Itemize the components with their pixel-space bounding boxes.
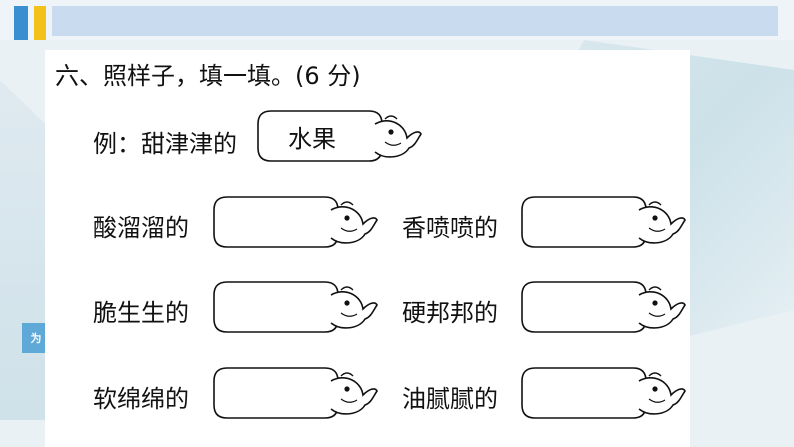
- header-yellow-block: [34, 6, 46, 40]
- example-answer: 水果: [288, 124, 336, 153]
- answer-bubble-2[interactable]: [521, 196, 686, 248]
- top-header-bar: [0, 0, 794, 40]
- answer-bubble-4[interactable]: [521, 281, 686, 333]
- answer-blank-2[interactable]: [521, 196, 631, 248]
- item-label-4: 硬邦邦的: [402, 299, 498, 327]
- answer-blank-5[interactable]: [213, 367, 323, 419]
- item-label-3: 脆生生的: [93, 299, 189, 327]
- item-label-5: 软绵绵的: [93, 385, 189, 413]
- whale-bubble-icon: [213, 367, 378, 419]
- answer-bubble-3[interactable]: [213, 281, 378, 333]
- exercise-title: 六、照样子，填一填。(6 分): [55, 62, 361, 90]
- whale-bubble-icon: [521, 196, 686, 248]
- header-blue-block: [14, 6, 28, 40]
- item-label-6: 油腻腻的: [402, 385, 498, 413]
- example-label: 例：甜津津的: [93, 130, 237, 158]
- item-label-2: 香喷喷的: [402, 214, 498, 242]
- example-answer-bubble: 水果: [257, 110, 422, 162]
- answer-blank-1[interactable]: [213, 196, 323, 248]
- exercise-card: 六、照样子，填一填。(6 分) 例：甜津津的 水果 酸溜溜的 香喷喷的 脆生生的…: [45, 50, 690, 447]
- item-label-1: 酸溜溜的: [93, 214, 189, 242]
- answer-bubble-1[interactable]: [213, 196, 378, 248]
- whale-bubble-icon: [213, 281, 378, 333]
- answer-blank-6[interactable]: [521, 367, 631, 419]
- whale-bubble-icon: [521, 367, 686, 419]
- whale-bubble-icon: [521, 281, 686, 333]
- answer-bubble-5[interactable]: [213, 367, 378, 419]
- whale-bubble-icon: [213, 196, 378, 248]
- answer-blank-3[interactable]: [213, 281, 323, 333]
- whale-bubble-icon: [257, 110, 422, 162]
- answer-bubble-6[interactable]: [521, 367, 686, 419]
- header-title-strip: [52, 6, 778, 36]
- answer-blank-4[interactable]: [521, 281, 631, 333]
